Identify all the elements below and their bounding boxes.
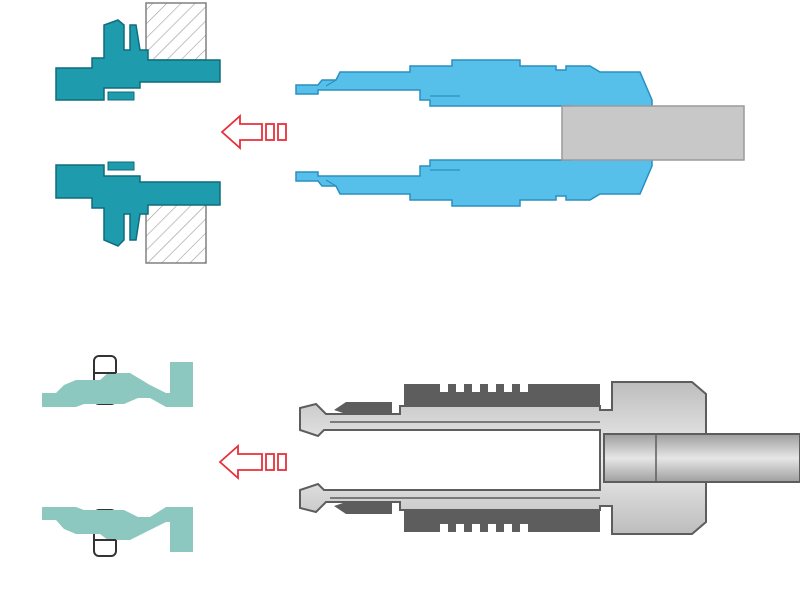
contact-clip-lower <box>42 507 193 557</box>
insertion-arrow-top <box>220 113 287 151</box>
bottom-panel <box>42 355 800 557</box>
thread-lower <box>404 510 600 532</box>
top-panel <box>55 2 745 264</box>
contact-clip-upper <box>42 355 193 407</box>
wall-section-lower <box>145 202 207 264</box>
plug-connector-bottom <box>299 381 707 535</box>
wall-section-upper <box>145 2 207 61</box>
insertion-arrow-bottom <box>218 443 287 481</box>
socket-section-upper <box>55 19 221 101</box>
cable-top <box>561 105 745 161</box>
cable-bottom <box>603 433 800 483</box>
thread-upper <box>404 384 600 406</box>
socket-section-lower <box>55 161 221 247</box>
